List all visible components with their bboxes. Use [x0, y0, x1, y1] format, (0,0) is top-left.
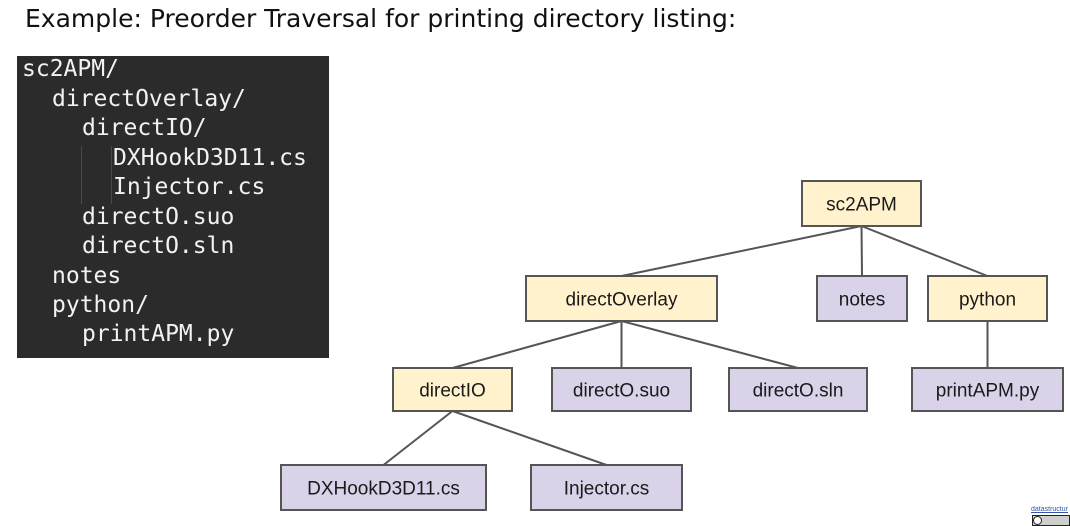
listing-line: sc2APM/: [22, 56, 119, 82]
badge-link[interactable]: datastructur: [1031, 506, 1068, 513]
tree-node-label: python: [959, 290, 1016, 311]
tree-node-label: directIO: [419, 381, 486, 402]
tree-edge-sc2APM-directOverlay: [621, 225, 862, 277]
tree-node-label: printAPM.py: [936, 381, 1040, 402]
terminal-listing: sc2APM/ directOverlay/ directIO/ DXHookD…: [17, 56, 329, 358]
tree-node-sc2APM: sc2APM: [801, 180, 922, 227]
indent-guide: [111, 146, 112, 204]
tree-node-label: notes: [839, 290, 885, 311]
tree-node-directO_suo: directO.suo: [551, 367, 692, 412]
tree-node-box: [392, 367, 513, 412]
listing-line: directOverlay/: [52, 86, 246, 112]
listing-line: notes: [52, 263, 122, 289]
tree-node-printAPM: printAPM.py: [911, 367, 1064, 412]
tree-node-box: [801, 180, 922, 227]
tree-node-box: [816, 275, 908, 322]
tree-edge-sc2APM-python: [861, 225, 988, 277]
listing-line: directO.suo: [82, 204, 235, 230]
tree-node-directIO: directIO: [392, 367, 513, 412]
listing-line: python/: [52, 292, 149, 318]
tree-node-box: [525, 275, 718, 322]
listing-line: Injector.cs: [113, 174, 266, 200]
tree-node-python: python: [927, 275, 1048, 322]
tree-edge-directIO-DXHook: [382, 410, 454, 466]
slide-title: Example: Preorder Traversal for printing…: [25, 4, 737, 33]
tree-node-directOverlay: directOverlay: [525, 275, 718, 322]
tree-node-box: [728, 367, 868, 412]
tree-node-directO_sln: directO.sln: [728, 367, 868, 412]
tree-node-notes: notes: [816, 275, 908, 322]
tree-node-box: [530, 464, 683, 511]
tree-node-box: [911, 367, 1064, 412]
tree-edge-directIO-Injector: [452, 410, 607, 466]
tree-node-Injector: Injector.cs: [530, 464, 683, 511]
tree-node-DXHook: DXHookD3D11.cs: [280, 464, 487, 511]
listing-line: DXHookD3D11.cs: [113, 145, 307, 171]
tree-node-label: sc2APM: [826, 195, 897, 216]
tree-node-box: [551, 367, 692, 412]
tree-nodes: sc2APM directOverlay notes python directIO di…: [280, 180, 1064, 511]
tree-node-label: directOverlay: [566, 290, 678, 311]
tree-node-label: directO.sln: [753, 381, 844, 402]
tree-node-label: DXHookD3D11.cs: [307, 479, 460, 500]
tree-node-box: [927, 275, 1048, 322]
tree-edge-directOverlay-directIO: [452, 320, 622, 369]
listing-line: directIO/: [82, 115, 207, 141]
tree-edge-directOverlay-directO_sln: [621, 320, 799, 369]
indent-guide: [81, 146, 82, 204]
listing-line: printAPM.py: [82, 321, 235, 347]
tree-edges: [382, 225, 989, 466]
cc-circle-icon: [1033, 516, 1042, 525]
tree-node-label: directO.suo: [573, 381, 670, 402]
tree-node-label: Injector.cs: [564, 479, 650, 500]
tree-edge-sc2APM-notes: [860, 225, 863, 277]
license-badge[interactable]: datastructur: [1030, 506, 1070, 526]
tree-node-box: [280, 464, 487, 511]
listing-line: directO.sln: [82, 233, 235, 259]
